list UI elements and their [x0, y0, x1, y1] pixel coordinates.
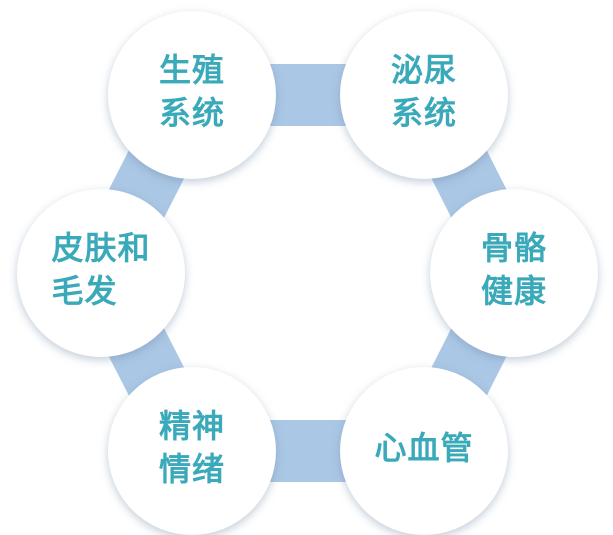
- label-line: 皮肤和: [51, 230, 151, 266]
- label-line: 泌尿: [390, 52, 457, 88]
- node-skin-and-hair: 皮肤和 毛发: [17, 189, 185, 357]
- node-label-mental-emotional: 精神 情绪: [159, 405, 225, 491]
- node-cardiovascular: 心血管: [340, 367, 508, 535]
- label-line: 精神: [158, 408, 225, 444]
- node-label-urinary-system: 泌尿 系统: [391, 49, 457, 135]
- node-label-skin-and-hair: 皮肤和 毛发: [51, 227, 150, 313]
- label-line: 系统: [158, 95, 225, 131]
- node-reproductive-system: 生殖 系统: [108, 11, 276, 179]
- node-urinary-system: 泌尿 系统: [340, 11, 508, 179]
- label-line: 健康: [480, 273, 547, 309]
- node-bone-health: 骨骼 健康: [430, 189, 598, 357]
- label-line: 骨骼: [480, 230, 547, 266]
- node-label-bone-health: 骨骼 健康: [481, 227, 547, 313]
- node-label-cardiovascular: 心血管: [374, 427, 473, 470]
- label-line: 情绪: [158, 451, 225, 487]
- node-label-reproductive-system: 生殖 系统: [159, 49, 225, 135]
- label-line: 系统: [390, 95, 457, 131]
- label-line: 心血管: [374, 429, 474, 466]
- label-line: 毛发: [51, 273, 118, 309]
- node-mental-emotional: 精神 情绪: [108, 367, 276, 535]
- label-line: 生殖: [158, 52, 225, 88]
